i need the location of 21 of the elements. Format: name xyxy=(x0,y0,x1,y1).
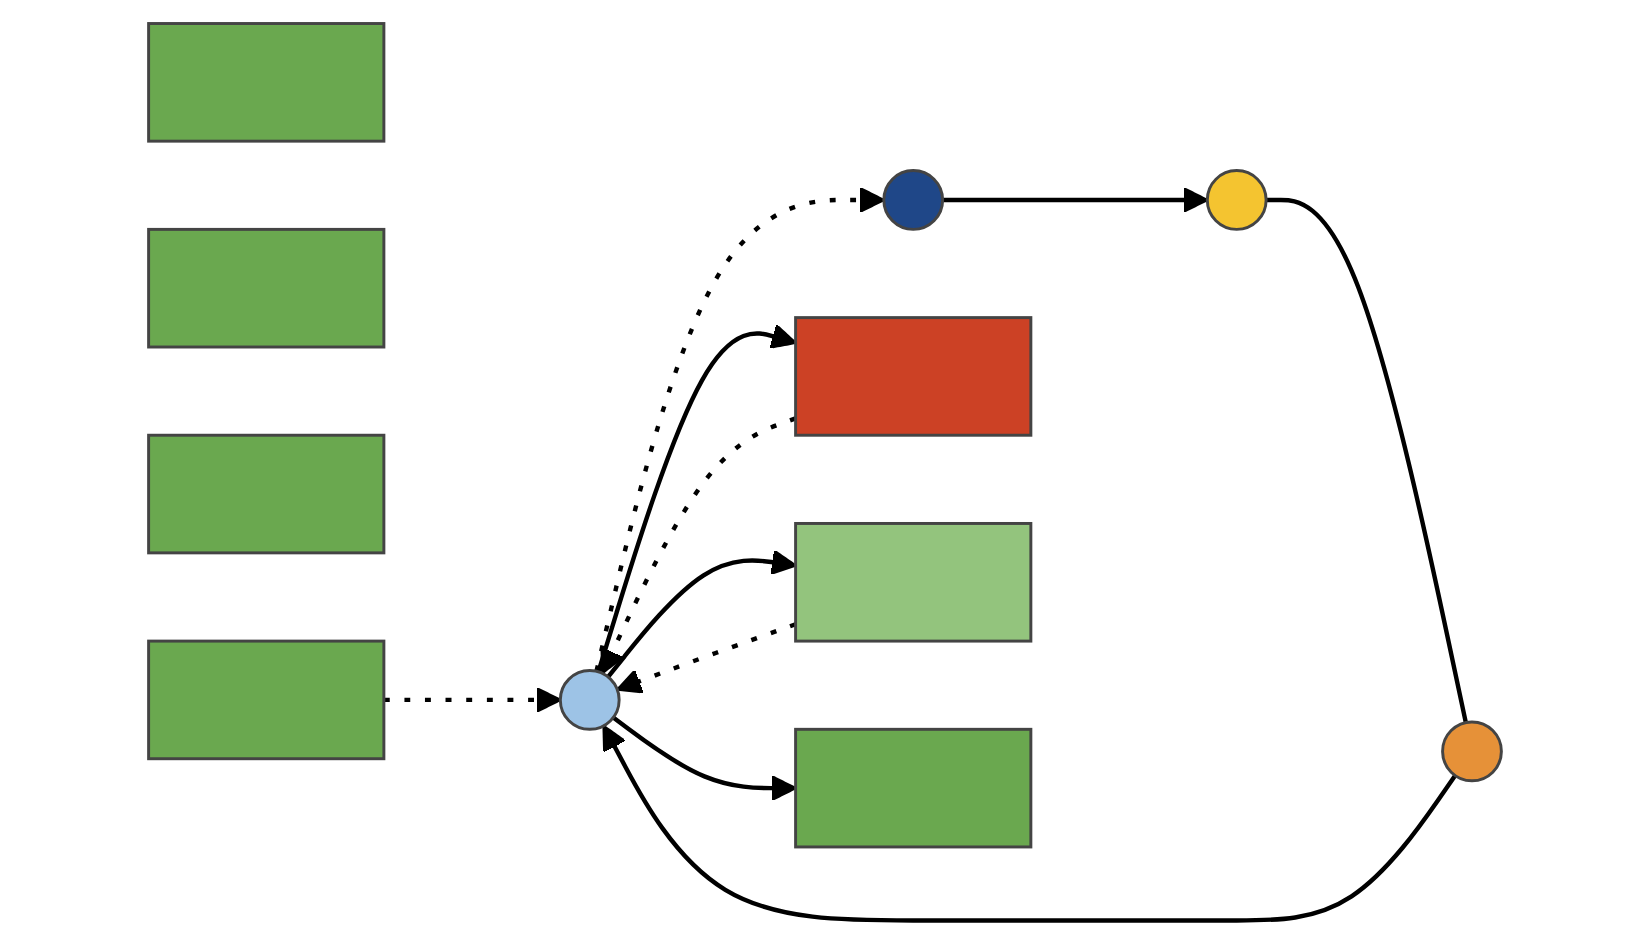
connector xyxy=(1266,197,1468,724)
arrow xyxy=(602,724,1457,923)
arrow xyxy=(600,416,797,675)
node-bar xyxy=(147,22,386,143)
arrow xyxy=(383,686,562,713)
node-box xyxy=(794,316,1033,437)
node-circle xyxy=(882,169,945,231)
arrow xyxy=(606,549,797,679)
node-bar xyxy=(147,433,386,555)
arrow xyxy=(594,187,885,672)
arrow xyxy=(596,323,797,673)
node-box xyxy=(794,522,1033,643)
node-bar xyxy=(147,639,386,761)
arrow xyxy=(611,715,797,802)
node-circle xyxy=(558,669,621,731)
arrow xyxy=(942,187,1209,213)
node-circle xyxy=(1441,720,1503,783)
node-bar xyxy=(794,727,1033,849)
node-circle xyxy=(1205,169,1268,231)
arrow xyxy=(616,622,797,694)
node-bar xyxy=(147,227,386,349)
